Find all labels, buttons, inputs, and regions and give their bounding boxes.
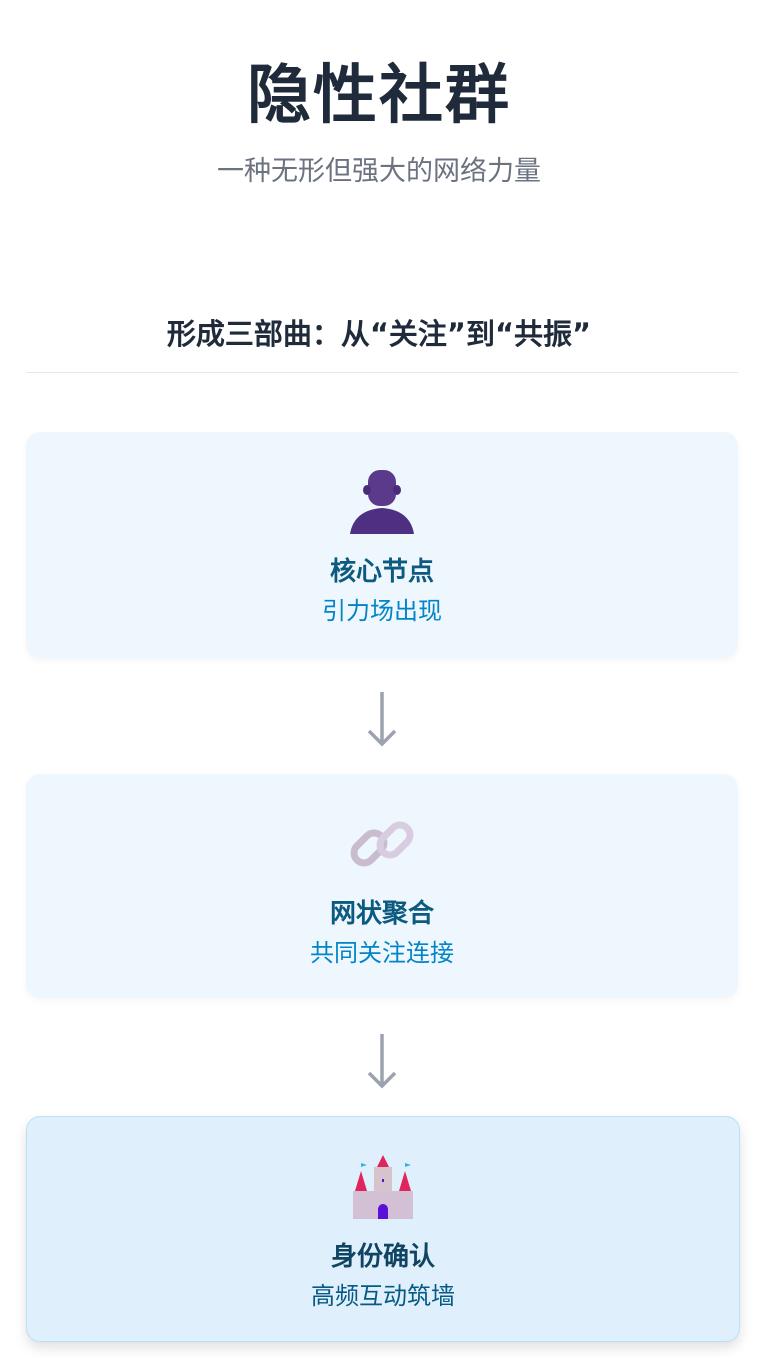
section-title: 形成三部曲：从“关注”到“共振” [166, 317, 592, 351]
step-subtitle: 高频互动筑墙 [311, 1282, 455, 1310]
step-subtitle: 共同关注连接 [310, 939, 454, 967]
step-title: 身份确认 [330, 1242, 435, 1272]
person-silhouette-icon [350, 470, 414, 534]
step-card-core-node: 核心节点 引力场出现 [26, 432, 738, 658]
step-subtitle: 引力场出现 [322, 597, 442, 625]
step-card-identity-confirmation: 身份确认 高频互动筑墙 [26, 1116, 740, 1342]
arrow-down-icon [367, 1034, 397, 1089]
step-card-network-aggregation: 网状聚合 共同关注连接 [26, 774, 738, 998]
castle-icon [353, 1155, 413, 1219]
step-title: 网状聚合 [329, 899, 434, 929]
page-subtitle: 一种无形但强大的网络力量 [217, 156, 541, 187]
step-title: 核心节点 [329, 557, 434, 587]
divider [26, 372, 738, 373]
chain-link-icon [350, 821, 414, 867]
arrow-down-icon [367, 692, 397, 747]
page-title: 隐性社群 [247, 58, 511, 133]
